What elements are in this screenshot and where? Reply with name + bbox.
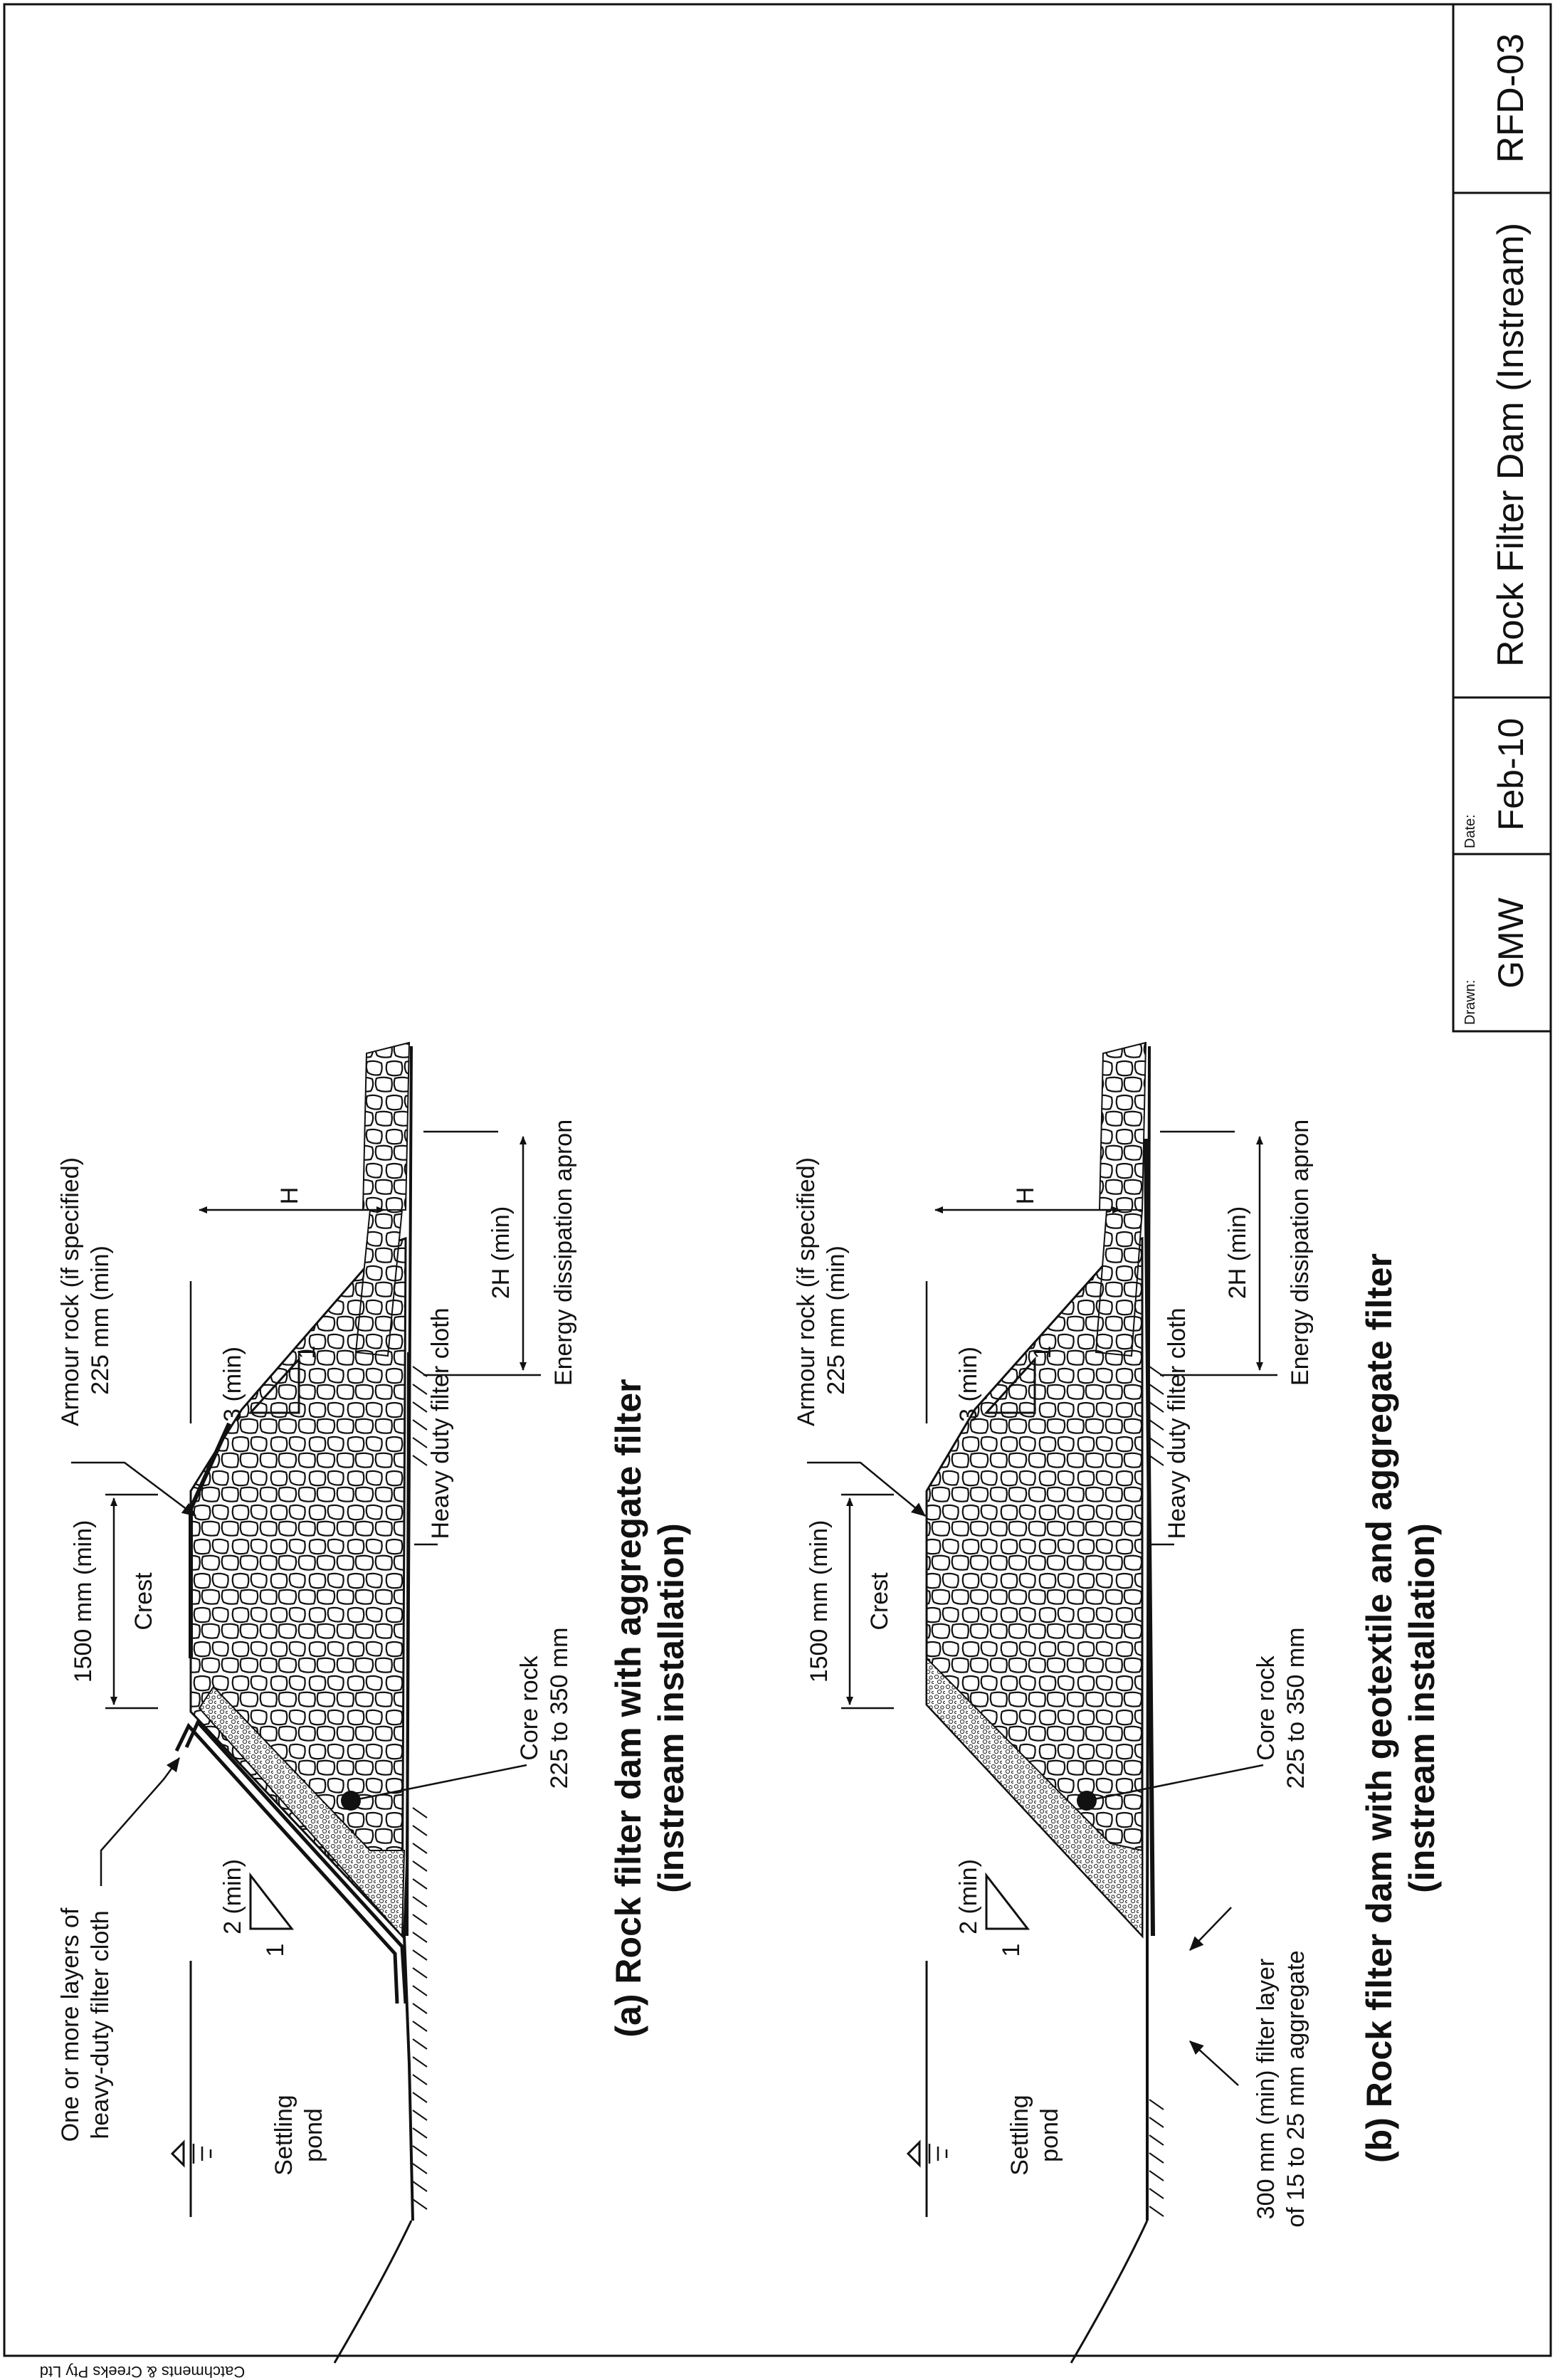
armour-rock-leader-b xyxy=(807,1461,926,1517)
downstream-slope-triangle xyxy=(248,1357,300,1414)
filter-layer-arrow-1 xyxy=(1189,2041,1239,2086)
title-block: Drawn: GMW Date: Feb-10 Rock Filter Dam … xyxy=(1452,3,1552,1033)
date-value: Feb-10 xyxy=(1491,718,1531,831)
water-level-symbol-b xyxy=(906,2139,948,2168)
apron-label: Energy dissipation apron xyxy=(550,1120,577,1386)
drawn-label: Drawn: xyxy=(1462,980,1478,1025)
geotextile-b xyxy=(1144,1138,1155,1937)
upstream-slope-v: 1 xyxy=(262,1944,289,1957)
drawn-value: GMW xyxy=(1491,897,1531,989)
filter-layer-label-2: of 15 to 25 mm aggregate xyxy=(1282,1950,1309,2227)
water-level-symbol xyxy=(170,2139,212,2168)
armour-rock-leader xyxy=(71,1461,196,1517)
crest-width-label-b: 1500 mm (min) xyxy=(806,1520,833,1683)
filter-cloth-inner xyxy=(184,1719,408,2004)
caption-a-line-2: (instream installation) xyxy=(651,1523,691,1893)
diagram-a: 1500 mm (min) Crest One or more layers o… xyxy=(57,1041,691,2364)
base-filter-cloth xyxy=(406,1352,410,1937)
apron-length-label: 2H (min) xyxy=(487,1206,515,1299)
core-rock-label-b1: Core rock xyxy=(1253,1655,1280,1760)
core-rock-label-b2: 225 to 350 mm xyxy=(1282,1628,1309,1789)
apron-label-b: Energy dissipation apron xyxy=(1287,1120,1314,1386)
armour-rock-label-b2: 225 mm (min) xyxy=(823,1246,850,1395)
heavy-cloth-label: Heavy duty filter cloth xyxy=(427,1307,454,1539)
armour-rock-label-1: Armour rock (if specified) xyxy=(57,1157,84,1426)
apron-length-label-b: 2H (min) xyxy=(1224,1206,1251,1299)
settling-pond-label-b1: Settling xyxy=(1006,2095,1033,2175)
aggregate-filter xyxy=(198,1685,406,1938)
aggregate-filter-b xyxy=(926,1656,1143,1938)
filter-layer-label-1: 300 mm (min) filter layer xyxy=(1253,1959,1280,2220)
upstream-slope-triangle xyxy=(249,1872,295,1930)
height-label-b: H xyxy=(1012,1187,1039,1205)
filter-cloth-label-1: One or more layers of xyxy=(57,1907,84,2142)
heavy-cloth-label-b: Heavy duty filter cloth xyxy=(1164,1307,1191,1539)
date-label: Date: xyxy=(1462,814,1478,848)
armour-rock-label-2: 225 mm (min) xyxy=(87,1246,114,1395)
downstream-slope-h: 3 (min) xyxy=(219,1347,246,1422)
upstream-slope-v-b: 1 xyxy=(998,1944,1025,1957)
filter-cloth-label-2: heavy-duty filter cloth xyxy=(87,1910,114,2139)
ground-hatching-b xyxy=(1149,1366,1164,2217)
downstream-slope-triangle-b xyxy=(984,1357,1036,1414)
height-label: H xyxy=(276,1187,303,1205)
caption-b-line-1: (b) Rock filter dam with geotextile and … xyxy=(1359,1253,1399,2163)
filter-cloth-outer xyxy=(174,1722,399,2004)
settling-pond-label-1: Settling xyxy=(270,2095,297,2175)
core-rock-label-1: Core rock xyxy=(516,1655,543,1760)
caption-a-line-1: (a) Rock filter dam with aggregate filte… xyxy=(608,1379,648,2037)
copyright-text: Catchments & Creeks Pty Ltd xyxy=(40,2363,246,2380)
diagram-b: 1500 mm (min) Crest Armour rock (if spec… xyxy=(793,1041,1442,2364)
core-rock-leader-b xyxy=(1086,1764,1264,1802)
sheet-border xyxy=(3,3,1552,2357)
downstream-slope-h-b: 3 (min) xyxy=(955,1347,982,1422)
drawing-title: Rock Filter Dam (Instream) xyxy=(1490,223,1532,667)
apron-rocks-b2 xyxy=(1098,1041,1147,1211)
settling-pond-label-2: pond xyxy=(300,2108,327,2162)
downstream-slope-v-b: 1 xyxy=(1029,1346,1056,1359)
upstream-slope-h: 2 (min) xyxy=(219,1859,246,1934)
drawing-number: RFD-03 xyxy=(1490,33,1532,163)
bank-left xyxy=(333,2220,413,2364)
caption-b-line-2: (instream installation) xyxy=(1402,1523,1442,1893)
upstream-slope-triangle-b xyxy=(985,1872,1030,1930)
filter-layer-arrow-2 xyxy=(1189,1907,1232,1951)
bank-left-b xyxy=(1070,2220,1149,2364)
crest-width-label: 1500 mm (min) xyxy=(70,1520,97,1683)
upstream-slope-h-b: 2 (min) xyxy=(955,1859,982,1934)
crest-label-b: Crest xyxy=(866,1572,893,1631)
settling-pond-label-b2: pond xyxy=(1036,2108,1063,2162)
armour-rock-label-b1: Armour rock (if specified) xyxy=(793,1157,820,1426)
core-rock-label-2: 225 to 350 mm xyxy=(546,1628,573,1789)
crest-label: Crest xyxy=(130,1572,157,1631)
apron-rocks-2 xyxy=(362,1041,411,1211)
ground-hatching xyxy=(412,1366,428,2210)
rock-fill-core xyxy=(189,1236,407,1939)
core-rock-leader xyxy=(350,1764,527,1802)
downstream-slope-v: 1 xyxy=(293,1346,320,1359)
filter-cloth-leader xyxy=(100,1757,181,1886)
